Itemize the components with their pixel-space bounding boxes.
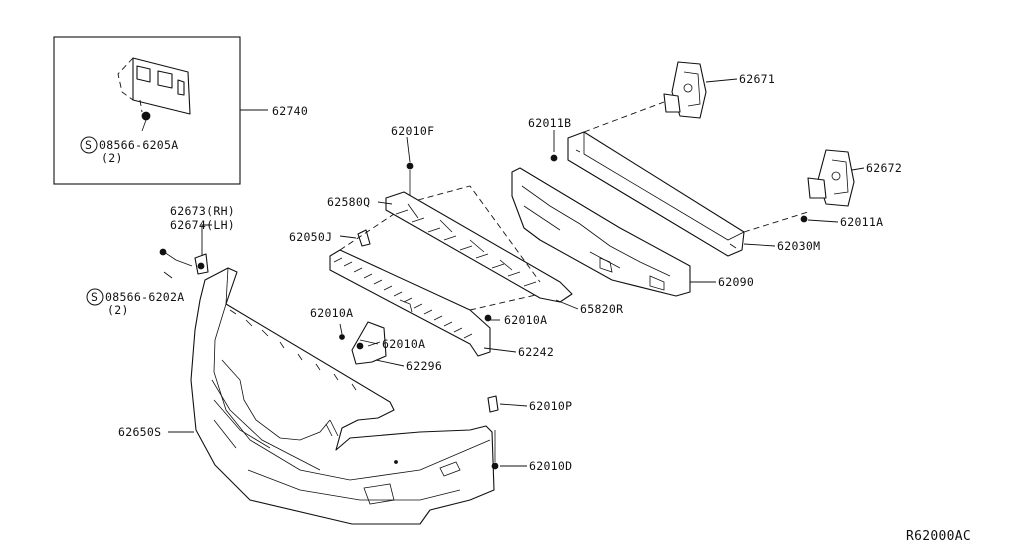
clip-62010A-right [484, 314, 492, 322]
bracket-62672 [800, 149, 855, 223]
label-08566-6205A: 08566-6205A [99, 138, 178, 152]
label-62050J: 62050J [289, 230, 332, 244]
clip-62050J [357, 229, 371, 247]
label-62296: 62296 [406, 359, 442, 373]
label-08566-6202A: 08566-6202A [105, 290, 184, 304]
s-mark-2-text: S [91, 290, 98, 304]
label-62671: 62671 [739, 72, 775, 86]
label-62242: 62242 [518, 345, 554, 359]
label-65820R: 65820R [580, 302, 623, 316]
label-62010A-2: 62010A [382, 337, 425, 351]
screw-62010D [491, 430, 499, 470]
bracket-62671 [663, 61, 707, 119]
label-62010A-1: 62010A [310, 306, 353, 320]
lower-bracket-62296 [339, 321, 387, 365]
s-mark-2: S [86, 288, 104, 306]
leader-lines [163, 78, 865, 467]
diagram-ref-code: R62000AC [906, 529, 971, 544]
label-62030M: 62030M [777, 239, 820, 253]
label-qty-2-a: (2) [101, 151, 123, 165]
label-62010A-3: 62010A [504, 313, 547, 327]
side-bracket [159, 248, 209, 275]
label-62011B: 62011B [528, 116, 571, 130]
energy-absorber-62090 [511, 167, 691, 297]
bumper-reinforcement-62030M [550, 101, 809, 257]
bumper-fascia [190, 267, 495, 525]
s-mark-1: S [80, 136, 98, 154]
label-62672: 62672 [866, 161, 902, 175]
s-mark-1-text: S [85, 138, 92, 152]
label-62580Q: 62580Q [327, 195, 370, 209]
lower-grille-62242 [329, 209, 541, 357]
label-62650S: 62650S [118, 425, 161, 439]
clip-62010P [487, 395, 499, 413]
label-62674: 62674(LH) [170, 218, 235, 232]
label-62010F: 62010F [391, 124, 434, 138]
label-62673: 62673(RH) [170, 204, 235, 218]
label-62090: 62090 [718, 275, 754, 289]
label-62010P: 62010P [529, 399, 572, 413]
license-plate-bracket-inset [53, 36, 268, 185]
label-62011A: 62011A [840, 215, 883, 229]
label-62740: 62740 [272, 104, 308, 118]
upper-support-62580Q [385, 162, 573, 303]
label-qty-2-b: (2) [107, 303, 129, 317]
label-62010D: 62010D [529, 459, 572, 473]
